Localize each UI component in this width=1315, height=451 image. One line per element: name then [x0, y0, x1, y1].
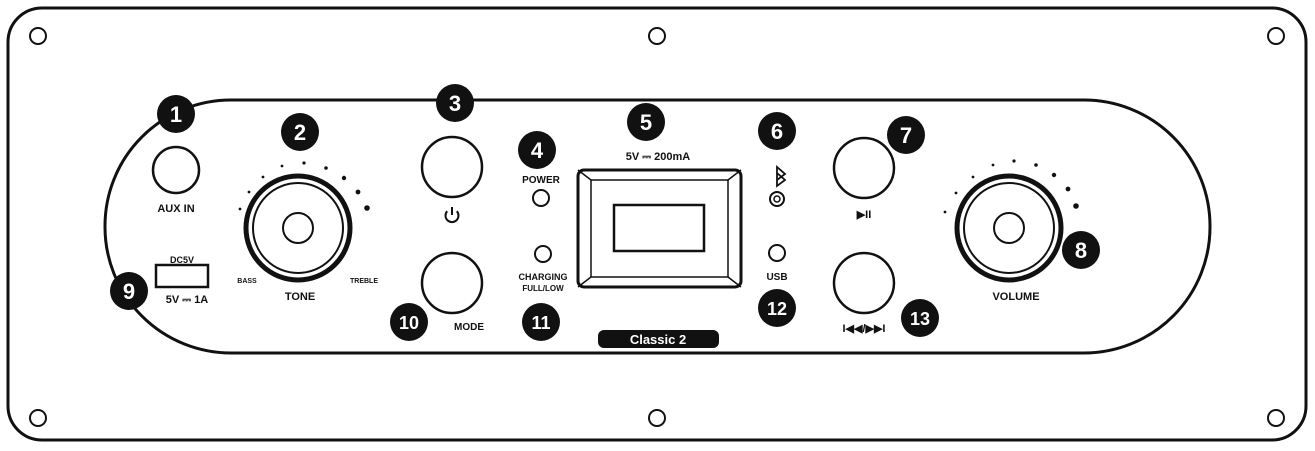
power-icon	[444, 207, 460, 224]
play-pause-symbol: ▶II	[856, 209, 872, 221]
svg-text:8: 8	[1075, 238, 1087, 263]
model-name: Classic 2	[630, 332, 686, 347]
svg-text:7: 7	[900, 123, 912, 148]
screw-hole	[29, 27, 47, 45]
model-badge	[598, 330, 719, 348]
callout-8: 8	[1062, 231, 1100, 269]
tone-label: TONE	[285, 291, 315, 303]
callout-7: 7	[887, 116, 925, 154]
usb-port-rating-label: 5V ⎓ 1A	[166, 294, 208, 306]
svg-text:10: 10	[399, 313, 419, 333]
svg-text:3: 3	[449, 91, 461, 116]
skip-symbol: I◀◀/▶▶I	[842, 323, 885, 335]
volume-knob[interactable]	[954, 173, 1064, 283]
screw-hole	[1267, 27, 1285, 45]
volume-scale-dots	[943, 159, 1079, 214]
bluetooth-icon	[776, 165, 787, 188]
charging-label: CHARGING	[519, 272, 568, 282]
bass-label: BASS	[237, 278, 257, 285]
screw-hole	[1267, 409, 1285, 427]
usb-led	[768, 244, 786, 262]
bluetooth-led-inner	[773, 195, 781, 203]
svg-text:2: 2	[294, 120, 306, 145]
outer-plate	[6, 6, 1308, 442]
callout-13: 13	[901, 299, 939, 337]
svg-text:4: 4	[531, 138, 544, 163]
callout-9: 9	[110, 272, 148, 310]
callout-2: 2	[281, 113, 319, 151]
power-button[interactable]	[420, 135, 484, 199]
usb-charge-port[interactable]	[154, 263, 210, 289]
aux-in-label: AUX IN	[157, 203, 194, 215]
callout-6: 6	[758, 112, 796, 150]
charging-led	[534, 245, 552, 263]
callout-5: 5	[627, 103, 665, 141]
tone-scale-dots	[238, 161, 370, 211]
tone-knob[interactable]	[243, 173, 353, 283]
lcd-display	[576, 168, 743, 289]
full-low-label: FULL/LOW	[522, 284, 564, 293]
usb-label: USB	[766, 272, 787, 283]
svg-text:9: 9	[123, 279, 135, 304]
screw-hole	[648, 27, 666, 45]
svg-text:6: 6	[771, 119, 783, 144]
svg-text:11: 11	[531, 313, 550, 333]
screw-hole	[29, 409, 47, 427]
callout-4: 4	[518, 131, 556, 169]
screw-hole	[648, 409, 666, 427]
power-label: POWER	[522, 175, 561, 186]
svg-text:5: 5	[640, 110, 652, 135]
callout-10: 10	[390, 303, 428, 341]
inner-panel	[103, 98, 1212, 355]
svg-text:13: 13	[910, 309, 930, 329]
usb-port-top-label: DC5V	[170, 255, 194, 265]
skip-button[interactable]	[832, 251, 896, 315]
aux-in-jack[interactable]	[151, 145, 201, 195]
mode-button[interactable]	[420, 251, 484, 315]
svg-text:12: 12	[767, 299, 787, 319]
treble-label: TREBLE	[350, 278, 378, 285]
callout-12: 12	[758, 289, 796, 327]
callout-1: 1	[157, 95, 195, 133]
display-rating-label: 5V ⎓ 200mA	[626, 151, 690, 163]
mode-label: MODE	[454, 322, 484, 333]
power-led	[532, 189, 550, 207]
callout-11: 11	[522, 303, 560, 341]
play-pause-button[interactable]	[832, 136, 896, 200]
bluetooth-led	[769, 191, 785, 207]
volume-label: VOLUME	[992, 291, 1039, 303]
callout-3: 3	[436, 84, 474, 122]
svg-text:1: 1	[170, 102, 182, 127]
